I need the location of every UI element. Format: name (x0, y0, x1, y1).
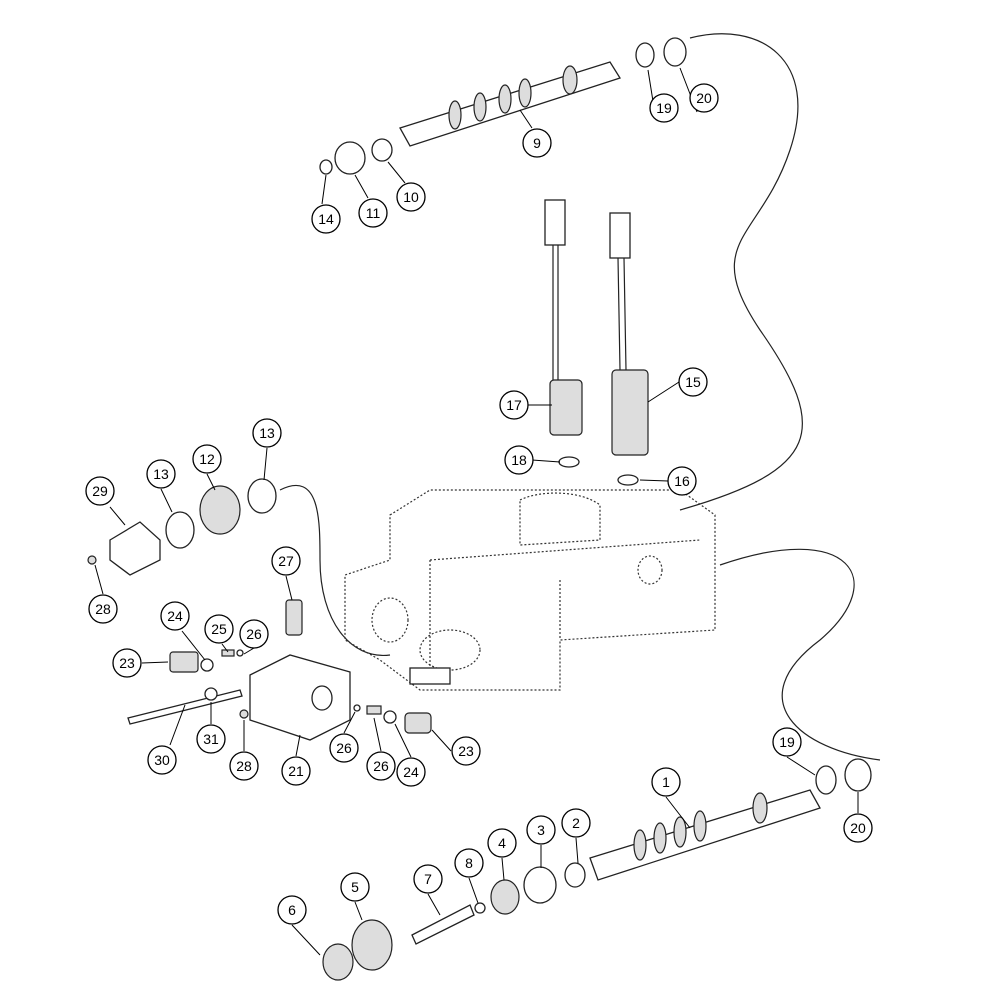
callout: 1 (651, 767, 681, 797)
callout: 10 (396, 182, 426, 212)
svg-text:5: 5 (351, 879, 359, 895)
callout: 26 (366, 751, 396, 781)
svg-text:2: 2 (572, 815, 580, 831)
callout: 18 (504, 445, 534, 475)
sensors (544, 199, 649, 486)
upper-spool (319, 37, 687, 175)
callout: 2 (561, 808, 591, 838)
callout: 7 (413, 864, 443, 894)
callout: 23 (451, 736, 481, 766)
svg-text:6: 6 (288, 902, 296, 918)
svg-text:28: 28 (95, 601, 111, 617)
callout: 24 (396, 757, 426, 787)
callout: 15 (678, 367, 708, 397)
callout: 8 (454, 848, 484, 878)
wire-left (279, 484, 391, 656)
callout: 28 (229, 751, 259, 781)
left-parts (87, 478, 432, 741)
callout: 27 (271, 546, 301, 576)
callout: 16 (667, 466, 697, 496)
callout: 24 (160, 601, 190, 631)
svg-text:16: 16 (674, 473, 690, 489)
svg-text:1: 1 (662, 774, 670, 790)
callout: 26 (239, 619, 269, 649)
callout: 19 (649, 93, 679, 123)
svg-text:26: 26 (373, 758, 389, 774)
svg-text:25: 25 (211, 621, 227, 637)
svg-text:10: 10 (403, 189, 419, 205)
svg-text:26: 26 (336, 740, 352, 756)
svg-text:17: 17 (506, 397, 522, 413)
callout: 13 (252, 418, 282, 448)
svg-text:7: 7 (424, 871, 432, 887)
wire-upper (679, 33, 804, 511)
svg-text:23: 23 (458, 743, 474, 759)
svg-text:13: 13 (259, 425, 275, 441)
svg-text:29: 29 (92, 483, 108, 499)
wire-lower (719, 548, 881, 761)
callout: 17 (499, 390, 529, 420)
svg-text:13: 13 (153, 466, 169, 482)
svg-text:19: 19 (656, 100, 672, 116)
svg-text:8: 8 (465, 855, 473, 871)
callout: 12 (192, 444, 222, 474)
callout: 26 (329, 733, 359, 763)
svg-text:11: 11 (366, 205, 381, 221)
callout: 29 (85, 476, 115, 506)
valve-body (344, 489, 716, 691)
callout: 11 (358, 198, 388, 228)
leader-lines (94, 67, 859, 956)
callout: 30 (147, 745, 177, 775)
callout: 23 (112, 648, 142, 678)
svg-text:24: 24 (403, 764, 419, 780)
svg-text:15: 15 (685, 374, 701, 390)
svg-text:27: 27 (278, 553, 294, 569)
callout: 5 (340, 872, 370, 902)
svg-text:14: 14 (318, 211, 334, 227)
svg-text:30: 30 (154, 752, 170, 768)
callout: 3 (526, 815, 556, 845)
callout: 9 (522, 128, 552, 158)
svg-text:18: 18 (511, 452, 527, 468)
svg-text:24: 24 (167, 608, 183, 624)
callout: 14 (311, 204, 341, 234)
svg-text:4: 4 (498, 835, 506, 851)
svg-text:23: 23 (119, 655, 135, 671)
svg-text:9: 9 (533, 135, 541, 151)
callout: 20 (843, 813, 873, 843)
callout: 13 (146, 459, 176, 489)
svg-text:19: 19 (779, 734, 795, 750)
svg-text:20: 20 (696, 90, 712, 106)
svg-text:28: 28 (236, 758, 252, 774)
callout: 21 (281, 756, 311, 786)
svg-text:20: 20 (850, 820, 866, 836)
callout: 19 (772, 727, 802, 757)
svg-text:31: 31 (203, 731, 219, 747)
svg-text:12: 12 (199, 451, 215, 467)
lower-spool (322, 758, 872, 981)
callout: 25 (204, 614, 234, 644)
svg-text:21: 21 (288, 763, 304, 779)
callout: 6 (277, 895, 307, 925)
callout: 31 (196, 724, 226, 754)
callout: 20 (689, 83, 719, 113)
svg-text:3: 3 (537, 822, 545, 838)
svg-text:26: 26 (246, 626, 262, 642)
callout: 4 (487, 828, 517, 858)
callout: 28 (88, 594, 118, 624)
